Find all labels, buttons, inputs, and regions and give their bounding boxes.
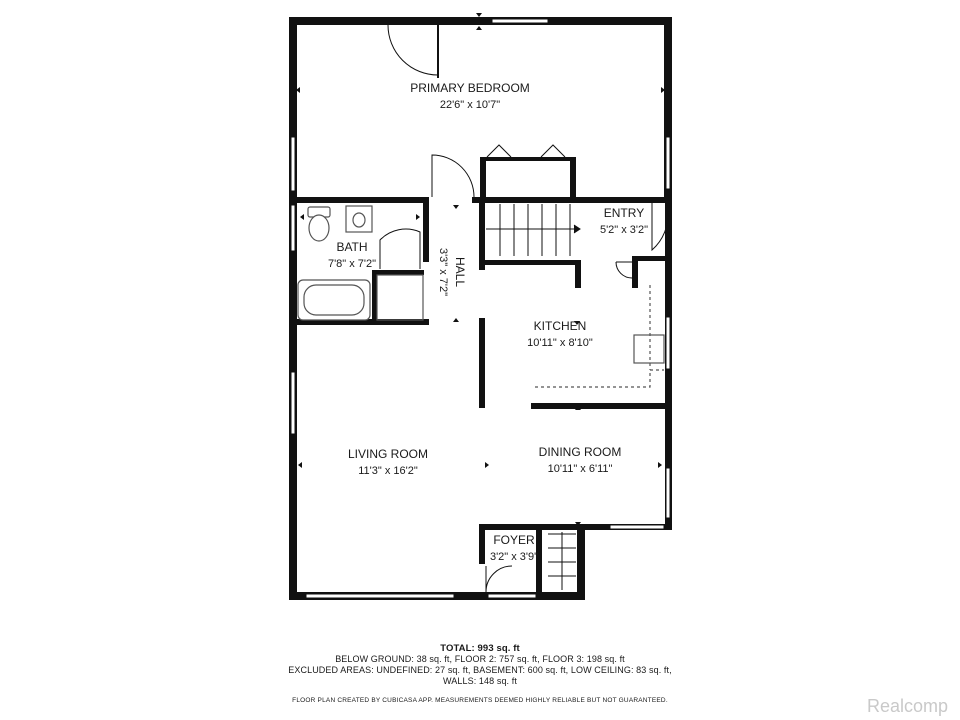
dimension-markers — [296, 13, 665, 526]
interior-walls — [289, 157, 672, 592]
wall-bath-inner — [372, 270, 424, 275]
wall-closet-left — [480, 157, 486, 200]
area-breakdown-line-2: EXCLUDED AREAS: UNDEFINED: 27 sq. ft, BA… — [288, 665, 672, 675]
room-label-entry: ENTRY 5'2" x 3'2" — [584, 205, 664, 239]
wall-right-upper — [664, 17, 672, 200]
wall-bath-right — [423, 200, 429, 262]
wall-left — [289, 17, 297, 600]
room-dimensions: 7'8" x 7'2" — [327, 258, 377, 270]
room-label-primary-bedroom: PRIMARY BEDROOM 22'6" x 10'7" — [380, 80, 560, 114]
wall-closet-right — [570, 157, 576, 200]
room-dimensions: 5'2" x 3'2" — [599, 224, 649, 236]
doors — [379, 24, 669, 593]
wall-foyer-stair — [536, 530, 542, 592]
room-name: LIVING ROOM — [347, 447, 428, 461]
room-label-bath: BATH 7'8" x 7'2" — [312, 239, 392, 273]
room-dimensions: 10'11" x 6'11" — [547, 463, 613, 475]
kitchen-sink — [633, 334, 665, 364]
wall-bath-bottom — [289, 319, 429, 325]
wall-entry-post — [632, 256, 638, 288]
room-name: FOYER — [493, 533, 535, 547]
room-dimensions: 11'3" x 16'2" — [358, 465, 418, 477]
room-name: DINING ROOM — [538, 445, 622, 459]
windows — [290, 18, 671, 599]
room-label-hall: HALL 3'3" x 7'2" — [434, 232, 468, 312]
wall-bedroom-bottom-left — [289, 197, 429, 203]
wall-foyer-right — [577, 524, 585, 600]
closet-nook — [376, 274, 424, 321]
room-name: ENTRY — [603, 206, 645, 220]
room-dimensions: 3'3" x 7'2" — [437, 247, 449, 297]
stairs — [486, 204, 581, 590]
room-label-living-room: LIVING ROOM 11'3" x 16'2" — [328, 446, 448, 480]
kitchen-counter — [535, 285, 664, 388]
room-name: KITCHEN — [533, 319, 587, 333]
watermark-logo: Realcomp — [866, 696, 948, 716]
floor-plan — [289, 13, 672, 600]
area-breakdown-line-1: BELOW GROUND: 38 sq. ft, FLOOR 2: 757 sq… — [335, 654, 625, 664]
wall-stair-left — [479, 200, 485, 270]
room-name: BATH — [336, 240, 368, 254]
wall-entry-bottom — [632, 256, 668, 261]
wall-kitchen-bottom — [531, 403, 669, 409]
room-dimensions: 10'11" x 8'10" — [527, 337, 593, 349]
total-area: TOTAL: 993 sq. ft — [440, 643, 520, 654]
area-summary: TOTAL: 993 sq. ft BELOW GROUND: 38 sq. f… — [0, 643, 960, 687]
wall-foyer-left — [479, 524, 485, 564]
area-breakdown-line-3: WALLS: 148 sq. ft — [443, 676, 517, 686]
room-label-foyer: FOYER 3'2" x 3'9" — [474, 532, 554, 566]
room-dimensions: 22'6" x 10'7" — [439, 99, 501, 111]
room-dimensions: 3'2" x 3'9" — [489, 551, 539, 563]
wall-kitchen-left — [479, 318, 485, 408]
room-name: HALL — [453, 256, 467, 288]
wall-bath-closet — [372, 275, 377, 323]
wall-closet-top — [480, 157, 576, 161]
wall-stair-bottom — [575, 260, 581, 288]
wall-dining-bottom — [479, 524, 672, 530]
toilet-bowl — [308, 214, 330, 242]
wall-kitchen-top — [479, 260, 579, 265]
room-label-kitchen: KITCHEN 10'11" x 8'10" — [510, 318, 610, 352]
room-label-dining-room: DINING ROOM 10'11" x 6'11" — [520, 444, 640, 478]
disclaimer-text: FLOOR PLAN CREATED BY CUBICASA APP. MEAS… — [292, 697, 668, 704]
room-name: PRIMARY BEDROOM — [410, 81, 530, 95]
wall-top — [289, 17, 672, 25]
fixtures — [297, 205, 665, 388]
